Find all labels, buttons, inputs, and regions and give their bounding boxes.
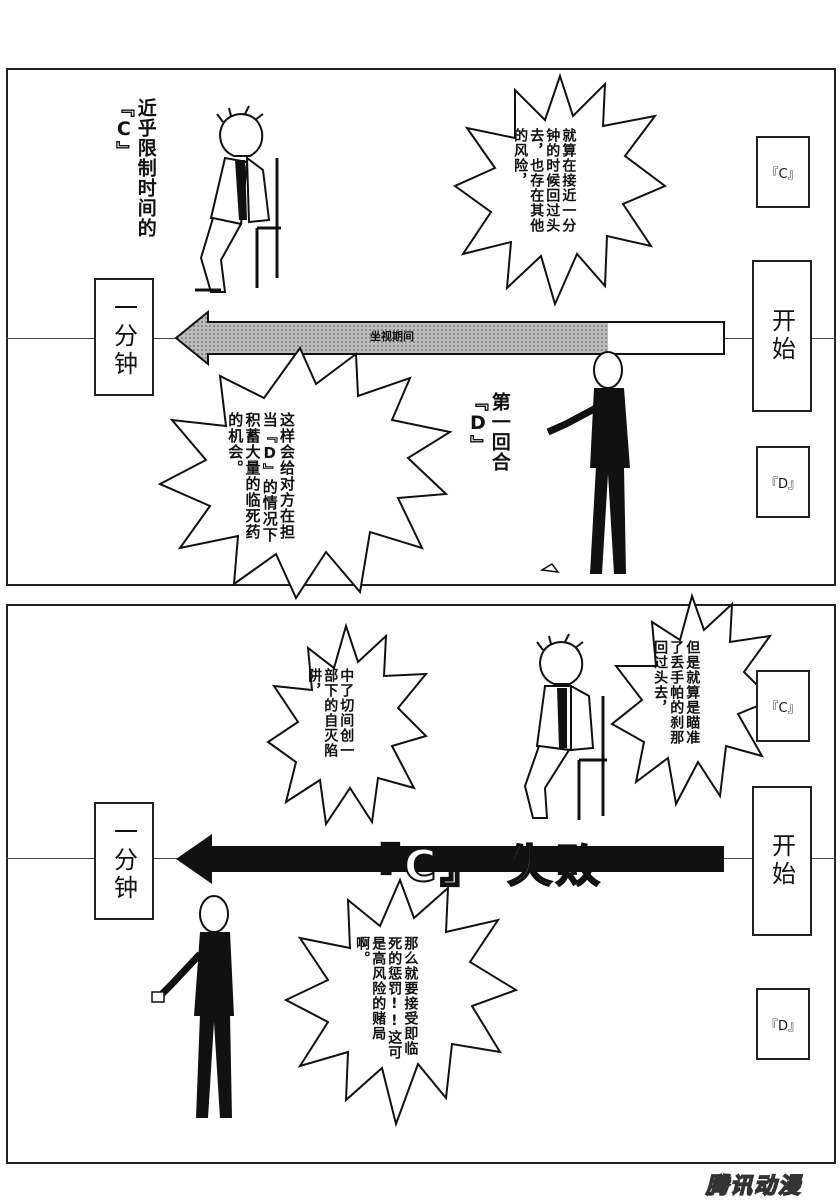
start-box-top: 开始 <box>752 260 812 412</box>
waiting-period-arrow <box>174 309 725 367</box>
minute-box-top: 一分钟 <box>94 278 154 396</box>
speech-bubble-trap-text: 中了切间创一部下的自灭陷阱， <box>306 668 355 758</box>
d-label-text: 『D』 <box>764 476 801 492</box>
c-label-box-top: 『C』 <box>756 136 810 208</box>
seated-figure-illustration <box>195 105 281 293</box>
standing-figure-illustration <box>539 351 630 574</box>
fail-arrow <box>176 834 724 884</box>
publisher-watermark: 腾讯动漫 <box>705 1173 803 1200</box>
speech-bubble-glance-text: 但是就算是瞄准了丢手帕的刹那回过头去， <box>652 640 701 745</box>
speech-bubble-penalty-text: 那么就要接受即临死的惩罚!!这可是高风险的赌局啊。 <box>354 936 419 1060</box>
minute-label-text-bottom: 一分钟 <box>109 819 138 903</box>
start-label-text-bottom: 开始 <box>767 833 796 889</box>
caption-first-round: 第一回合『D』 <box>466 392 511 472</box>
d-label-box-top: 『D』 <box>756 446 810 518</box>
seated-figure-bottom-illustration <box>523 633 607 820</box>
standing-figure-bottom-illustration <box>151 895 234 1118</box>
c-label-box-bottom: 『C』 <box>756 670 810 742</box>
start-label-text: 开始 <box>767 308 796 364</box>
speech-bubble-chance-shape <box>157 346 453 601</box>
waiting-period-label: 坐视期间 <box>370 330 414 343</box>
speech-bubble-penalty-shape <box>283 877 519 1128</box>
caption-near-limit: 近乎限制时间的『C』 <box>112 98 157 238</box>
d-label-text-bottom: 『D』 <box>764 1018 801 1034</box>
speech-bubble-risk-shape <box>453 72 667 307</box>
speech-bubble-chance-text: 这样会给对方在担当『D』的情况下积蓄大量的临死药的机会。 <box>226 412 296 543</box>
start-box-bottom: 开始 <box>752 786 812 936</box>
minute-box-bottom: 一分钟 <box>94 802 154 920</box>
fail-label: 『C』 失败 <box>355 840 604 893</box>
speech-bubble-risk-text: 就算在接近一分钟的时候回过头去，也存在其他的风险， <box>512 128 577 233</box>
speech-bubble-trap-shape <box>266 622 429 827</box>
speech-bubble-glance-shape <box>610 592 774 808</box>
d-label-box-bottom: 『D』 <box>756 988 810 1060</box>
c-label-text-bottom: 『C』 <box>765 700 801 716</box>
minute-label-text: 一分钟 <box>109 295 138 379</box>
c-label-text: 『C』 <box>765 166 801 182</box>
